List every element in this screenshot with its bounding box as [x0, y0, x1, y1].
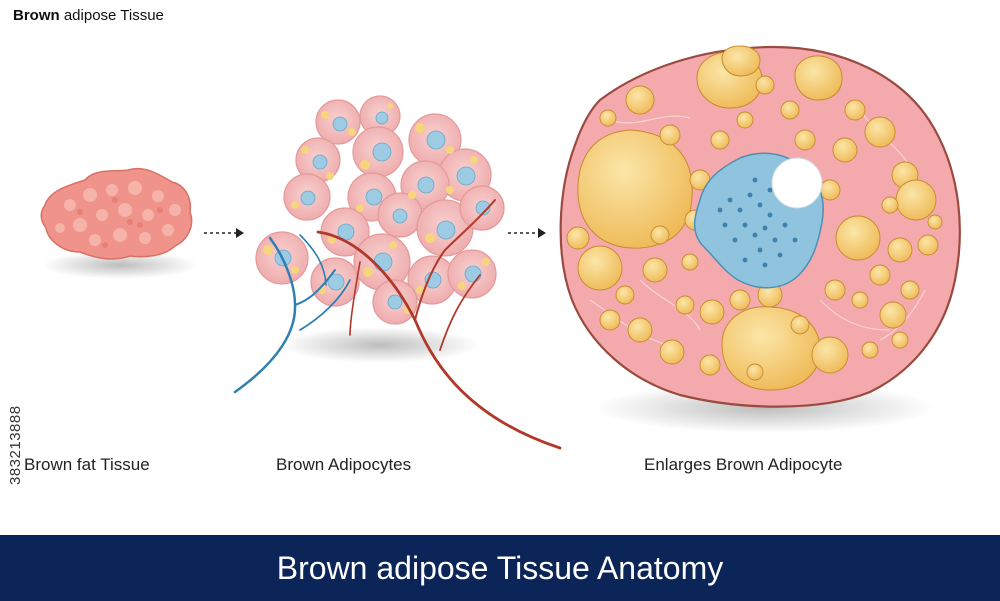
banner-title: Brown adipose Tissue Anatomy [0, 535, 1000, 601]
anatomy-illustration [40, 45, 961, 450]
brown-adipocytes-cluster [233, 95, 562, 450]
arrow-cells-to-enlarged [508, 228, 546, 238]
brown-fat-tissue-blob [40, 168, 198, 279]
enlarged-brown-adipocyte [559, 45, 961, 433]
caption-brown-fat-tissue: Brown fat Tissue [24, 455, 150, 474]
caption-brown-adipocytes: Brown Adipocytes [276, 455, 412, 474]
header-title-bold: Brown [13, 7, 60, 24]
arrow-tissue-to-cells [204, 228, 244, 238]
header-title-rest: adipose Tissue [59, 7, 164, 24]
header-title: Brown adipose Tissue [13, 7, 164, 24]
side-id: 383213888 [7, 405, 24, 485]
caption-enlarged-adipocyte: Enlarges Brown Adipocyte [644, 455, 843, 474]
